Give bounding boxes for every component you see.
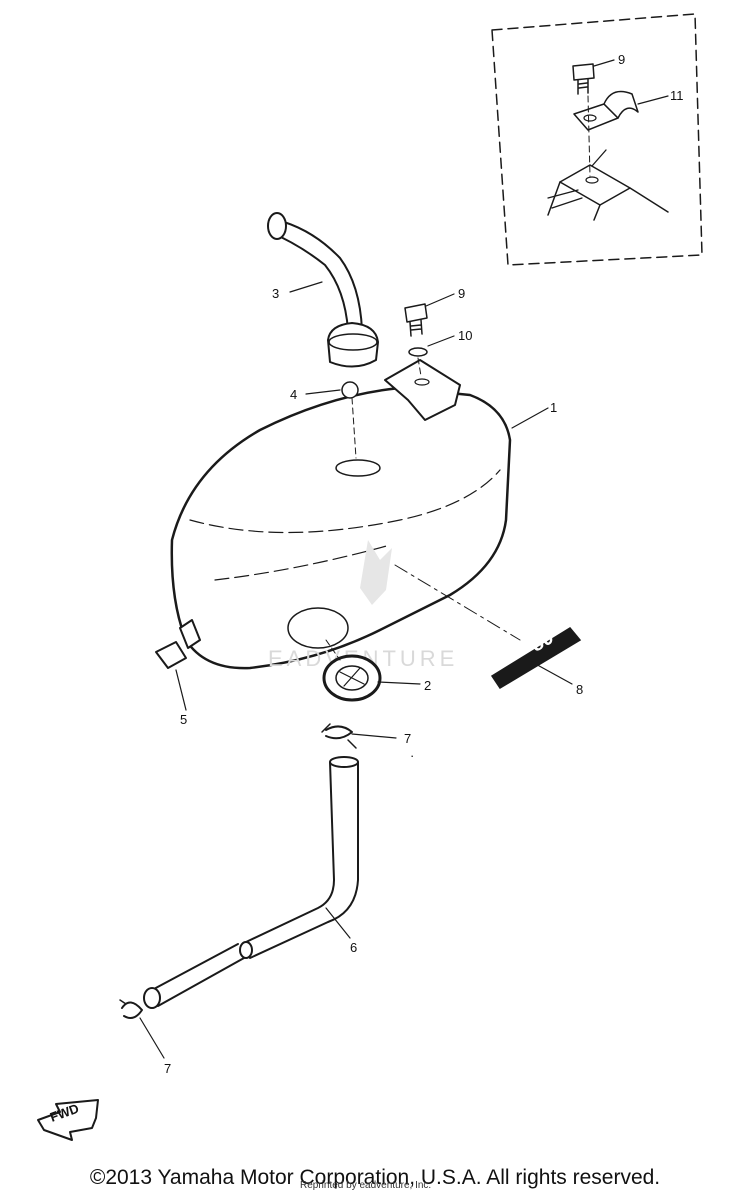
inset-detail-box bbox=[491, 13, 703, 266]
fuel-hose bbox=[143, 756, 359, 1009]
inset-clamp bbox=[573, 90, 639, 131]
fuel-cap bbox=[322, 654, 382, 702]
watermark-logo-icon bbox=[360, 540, 392, 605]
reprint-note: Reprinted by eadventure, Inc. bbox=[300, 1180, 432, 1191]
callout-9-inset: 9 bbox=[618, 52, 625, 67]
callout-6: 6 bbox=[350, 940, 357, 955]
fuel-cock-fitting bbox=[155, 619, 201, 669]
hose-clip-bottom bbox=[119, 999, 143, 1019]
callout-7-lower: 7 bbox=[164, 1061, 171, 1076]
callout-5: 5 bbox=[180, 712, 187, 727]
washer bbox=[408, 347, 428, 357]
fwd-arrow-icon: FWD bbox=[37, 1099, 99, 1141]
tank-bolt bbox=[404, 303, 428, 337]
decal-badge: 80 bbox=[490, 626, 582, 690]
callout-8: 8 bbox=[576, 682, 583, 697]
grommet bbox=[341, 381, 359, 399]
callout-4: 4 bbox=[290, 387, 297, 402]
filler-neck bbox=[267, 212, 379, 368]
copyright-notice: ©2013 Yamaha Motor Corporation, U.S.A. A… bbox=[89, 1166, 661, 1189]
inset-bolt bbox=[572, 63, 595, 95]
callout-2: 2 bbox=[424, 678, 431, 693]
callout-1: 1 bbox=[550, 400, 557, 415]
callout-7-dot: · bbox=[410, 748, 414, 763]
callout-7-upper: 7 bbox=[404, 731, 411, 746]
callout-9: 9 bbox=[458, 286, 465, 301]
leader-lines bbox=[139, 59, 669, 1059]
inset-bracket bbox=[547, 149, 669, 221]
fuel-tank: EADVENTURE bbox=[170, 359, 512, 671]
hose-clip-top bbox=[321, 723, 357, 749]
callout-3: 3 bbox=[272, 286, 279, 301]
callout-10: 10 bbox=[458, 328, 472, 343]
callout-11: 11 bbox=[670, 88, 684, 103]
parts-diagram: EADVENTURE 80 bbox=[37, 13, 703, 1141]
